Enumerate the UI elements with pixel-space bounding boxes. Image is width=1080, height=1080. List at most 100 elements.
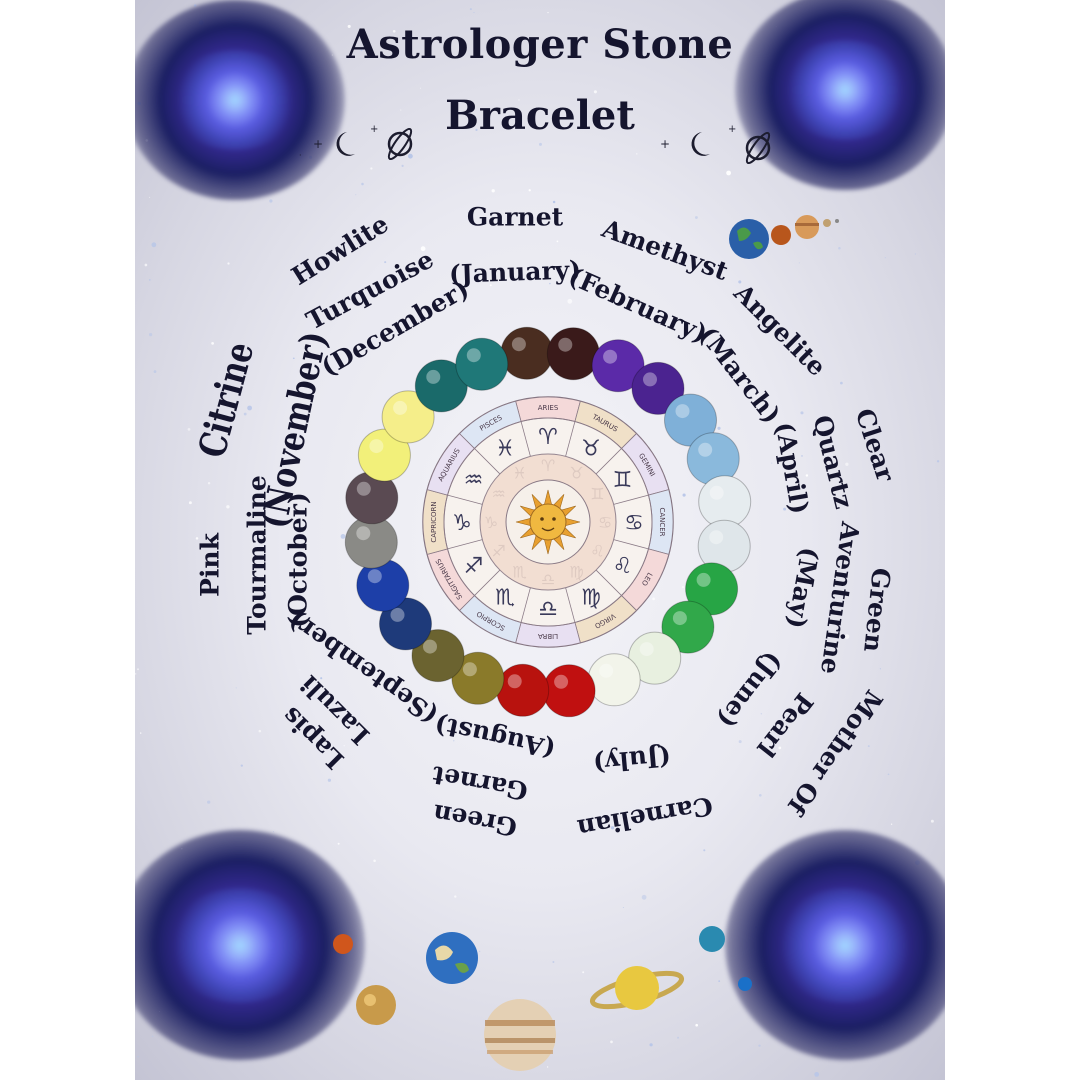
month-label-january: (January) bbox=[448, 255, 582, 289]
ringed-planet-icon bbox=[745, 131, 771, 165]
planets-bottom bbox=[333, 926, 752, 1071]
stone-label-pink: Pink bbox=[195, 533, 225, 597]
zodiac-pictogram-icon: ♑ bbox=[452, 511, 472, 536]
star-icon bbox=[149, 196, 151, 198]
star-icon bbox=[195, 537, 199, 540]
nebula-top-left-icon bbox=[135, 0, 345, 200]
star-icon bbox=[474, 123, 475, 125]
bracelet-bead bbox=[357, 428, 411, 482]
bracelet-bead bbox=[542, 664, 596, 718]
star-icon bbox=[805, 474, 809, 477]
earth-icon bbox=[426, 932, 478, 984]
bracelet-bead bbox=[496, 663, 550, 717]
bracelet-bead bbox=[381, 390, 435, 444]
star-icon bbox=[887, 773, 890, 776]
star-icon bbox=[518, 99, 520, 101]
star-icon bbox=[593, 90, 597, 94]
bracelet-bead bbox=[698, 475, 752, 529]
star-icon bbox=[269, 199, 273, 203]
star-icon bbox=[207, 800, 211, 804]
small-planet-icon bbox=[823, 219, 831, 227]
star-icon bbox=[695, 1023, 699, 1027]
star-icon bbox=[833, 475, 836, 478]
zodiac-wheel: ARIES♈♈TAURUS♉♉GEMINI♊♊CANCER♋♋LEO♌♌VIRG… bbox=[422, 396, 674, 648]
bracelet-bead bbox=[697, 519, 751, 573]
star-icon bbox=[227, 262, 230, 265]
poster: Astrologer Stone Bracelet ++· ++ ARIES♈♈… bbox=[135, 0, 945, 1080]
star-icon bbox=[549, 282, 551, 285]
star-icon bbox=[320, 677, 323, 680]
star-icon bbox=[473, 11, 475, 14]
zodiac-pictogram-icon: ♐ bbox=[464, 554, 484, 579]
star-icon bbox=[930, 819, 934, 823]
star-icon bbox=[718, 980, 721, 982]
zodiac-sign-name: ARIES bbox=[538, 404, 559, 412]
bracelet-bead bbox=[344, 515, 398, 569]
star-icon bbox=[798, 262, 800, 264]
zodiac-sign-name: LIBRA bbox=[538, 632, 558, 640]
star-icon bbox=[681, 585, 685, 589]
star-icon bbox=[778, 746, 782, 750]
star-icon bbox=[420, 87, 422, 89]
jupiter-icon bbox=[484, 999, 556, 1071]
star-icon bbox=[361, 182, 364, 186]
zodiac-pictogram-icon: ♎ bbox=[538, 597, 558, 622]
star-icon bbox=[400, 109, 402, 111]
zodiac-pictogram-icon: ♏ bbox=[495, 585, 515, 610]
mars-icon bbox=[333, 934, 353, 954]
ringed-planet-icon bbox=[387, 127, 413, 161]
zodiac-pictogram-icon: ♋ bbox=[624, 511, 644, 536]
star-icon bbox=[135, 673, 137, 675]
star-icon bbox=[153, 370, 157, 373]
svg-text:+: + bbox=[660, 137, 670, 151]
star-icon bbox=[149, 333, 153, 337]
star-icon bbox=[235, 687, 237, 689]
star-icon bbox=[137, 1055, 139, 1058]
star-icon bbox=[327, 778, 332, 782]
bracelet-bead bbox=[455, 337, 509, 391]
star-icon bbox=[636, 153, 638, 155]
star-icon bbox=[677, 1036, 680, 1039]
bracelet-bead bbox=[587, 653, 641, 707]
svg-text:+: + bbox=[728, 124, 736, 135]
star-icon bbox=[247, 405, 252, 411]
moon-planet-decoration-left: ++· bbox=[299, 124, 413, 161]
star-icon bbox=[137, 668, 139, 671]
star-icon bbox=[718, 54, 722, 58]
star-icon bbox=[392, 29, 396, 33]
star-icon bbox=[758, 793, 762, 797]
star-icon bbox=[694, 216, 698, 219]
star-icon bbox=[890, 823, 893, 825]
star-icon bbox=[884, 257, 886, 259]
star-icon bbox=[272, 831, 274, 833]
star-icon bbox=[373, 859, 376, 863]
star-icon bbox=[738, 280, 742, 284]
star-icon bbox=[666, 250, 669, 253]
star-icon bbox=[534, 55, 536, 57]
star-icon bbox=[840, 381, 843, 385]
star-icon bbox=[800, 411, 804, 415]
star-icon bbox=[454, 895, 457, 898]
star-icon bbox=[760, 713, 763, 715]
star-icon bbox=[801, 454, 803, 457]
star-icon bbox=[299, 669, 301, 671]
star-icon bbox=[188, 501, 192, 505]
jupiter-icon bbox=[795, 215, 819, 239]
star-icon bbox=[539, 142, 542, 146]
star-icon bbox=[226, 505, 230, 509]
star-icon bbox=[682, 493, 686, 497]
neptune-icon bbox=[699, 926, 725, 952]
poster-title-line2: Bracelet bbox=[445, 92, 635, 139]
star-icon bbox=[360, 49, 363, 52]
star-icon bbox=[845, 462, 849, 466]
zodiac-pictogram-icon: ♈ bbox=[538, 425, 558, 450]
star-icon bbox=[243, 412, 247, 416]
svg-text:·: · bbox=[299, 151, 302, 160]
star-icon bbox=[343, 745, 345, 747]
mars-icon bbox=[771, 225, 791, 245]
crescent-moon-icon bbox=[691, 132, 710, 156]
zodiac-sign-name: CANCER bbox=[658, 507, 666, 536]
star-icon bbox=[401, 164, 404, 168]
zodiac-pictogram-icon: ♒ bbox=[464, 468, 484, 493]
star-icon bbox=[240, 764, 243, 767]
